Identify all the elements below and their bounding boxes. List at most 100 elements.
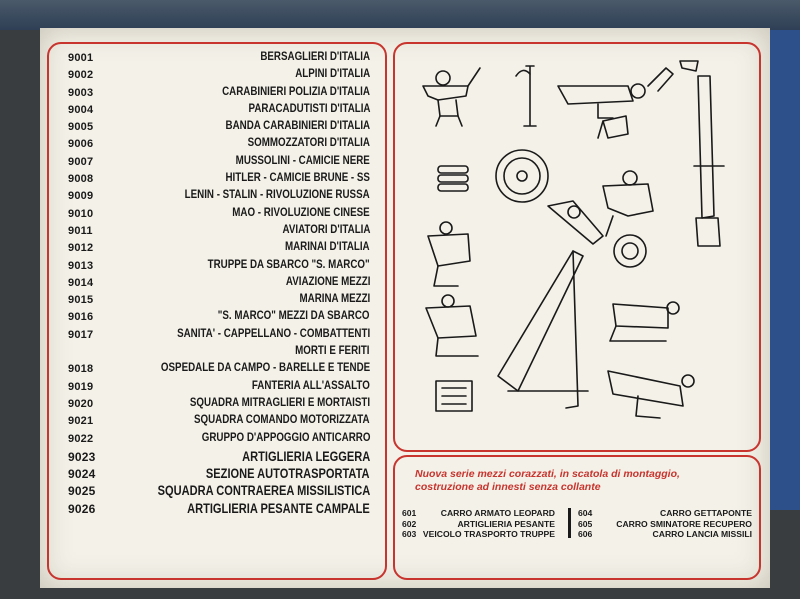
- tank-list-divider: [568, 508, 571, 538]
- catalog-item: 9008 HITLER - CAMICIE BRUNE - SS: [60, 171, 370, 188]
- catalog-item: 9002 ALPINI D'ITALIA: [60, 67, 370, 84]
- catalog-item-code: 9014: [68, 276, 94, 289]
- catalog-item-name: MORTI E FERITI: [295, 345, 370, 358]
- catalog-item-name: MUSSOLINI - CAMICIE NERE: [235, 154, 370, 167]
- catalog-item-name: BANDA CARABINIERI D'ITALIA: [225, 120, 370, 133]
- catalog-item-code: 9020: [68, 397, 94, 410]
- tank-name: ARTIGLIERIA PESANTE: [457, 518, 555, 529]
- catalog-item-name: LENIN - STALIN - RIVOLUZIONE RUSSA: [184, 189, 370, 202]
- catalog-item: 9004 PARACADUTISTI D'ITALIA: [60, 102, 370, 119]
- catalog-item: 9020 SQUADRA MITRAGLIERI E MORTAISTI: [60, 396, 370, 413]
- catalog-item: 9005 BANDA CARABINIERI D'ITALIA: [60, 119, 370, 136]
- catalog-item: 9009 LENIN - STALIN - RIVOLUZIONE RUSSA: [60, 188, 370, 205]
- box-top-edge: [0, 0, 800, 30]
- tank-name: CARRO GETTAPONTE: [660, 508, 752, 518]
- tank-code: 601: [402, 508, 417, 518]
- catalog-item-name: BERSAGLIERI D'ITALIA: [260, 51, 370, 63]
- catalog-item-name: SQUADRA CONTRAEREA MISSILISTICA: [157, 483, 370, 499]
- catalog-item-name: FANTERIA ALL'ASSALTO: [251, 379, 370, 392]
- soldier-figure-icon: [607, 370, 695, 419]
- catalog-item-name: SQUADRA COMANDO MOTORIZZATA: [194, 414, 370, 427]
- catalog-item-name: GRUPPO D'APPOGGIO ANTICARRO: [201, 431, 370, 444]
- catalog-item-code: 9022: [68, 432, 94, 445]
- flag-icon: [597, 115, 629, 139]
- catalog-item-code: 9009: [68, 190, 94, 203]
- pole-icon: [523, 65, 537, 127]
- catalog-item-code: 9002: [68, 69, 94, 82]
- soldier-figure-icon: [425, 294, 479, 357]
- gun-mount-icon: [547, 200, 647, 268]
- catalog-item: 9024 SEZIONE AUTOTRASPORTATA: [60, 465, 370, 482]
- catalog-item: 9026 ARTIGLIERIA PESANTE CAMPALE: [60, 500, 370, 517]
- catalog-item: 9023 ARTIGLIERIA LEGGERA: [60, 448, 370, 465]
- catalog-panel: [47, 42, 387, 580]
- tank-code: 603: [402, 529, 417, 539]
- catalog-item: 9016 "S. MARCO" MEZZI DA SBARCO: [60, 309, 370, 326]
- catalog-item-name: SOMMOZZATORI D'ITALIA: [247, 137, 370, 150]
- catalog-item-name: ALPINI D'ITALIA: [295, 68, 370, 81]
- catalog-item-name: HITLER - CAMICIE BRUNE - SS: [225, 172, 370, 185]
- soldier-figure-icon: [609, 301, 680, 342]
- catalog-item-code: 9001: [68, 52, 94, 64]
- catalog-item-name: SEZIONE AUTOTRASPORTATA: [206, 466, 370, 482]
- catalog-list: 9001 BERSAGLIERI D'ITALIA 9002 ALPINI D'ITA…: [60, 50, 370, 517]
- catalog-item-code: 9024: [68, 467, 96, 482]
- catalog-item-name: SQUADRA MITRAGLIERI E MORTAISTI: [189, 396, 370, 409]
- catalog-item: 9001 BERSAGLIERI D'ITALIA: [60, 50, 370, 67]
- catalog-item-code: 9012: [68, 242, 94, 255]
- catalog-item-code: 9007: [68, 155, 94, 168]
- catalog-item: 9010 MAO - RIVOLUZIONE CINESE: [60, 206, 370, 223]
- tank-series-note: Nuova serie mezzi corazzati, in scatola …: [415, 468, 680, 493]
- tank-code: 606: [578, 529, 593, 539]
- catalog-item-code: 9005: [68, 121, 94, 134]
- catalog-item-name: AVIATORI D'ITALIA: [282, 223, 370, 236]
- catalog-item-code: 9003: [68, 86, 94, 99]
- catalog-item: 9007 MUSSOLINI - CAMICIE NERE: [60, 154, 370, 171]
- catalog-item-name: TRUPPE DA SBARCO "S. MARCO": [207, 258, 370, 271]
- catalog-item-code: 9018: [68, 363, 94, 376]
- tank-name: CARRO SMINATORE RECUPERO: [616, 518, 752, 529]
- catalog-item-name: MARINA MEZZI: [299, 293, 370, 306]
- soldier-figures-illustration: [422, 60, 725, 419]
- catalog-item-code: 9004: [68, 103, 94, 116]
- catalog-item-name: ARTIGLIERIA LEGGERA: [241, 448, 370, 464]
- catalog-item-code: 9008: [68, 173, 94, 186]
- catalog-item-name: MAO - RIVOLUZIONE CINESE: [232, 206, 370, 219]
- catalog-item-name: AVIAZIONE MEZZI: [285, 275, 370, 288]
- soldier-figure-icon: [427, 221, 471, 287]
- tank-name: CARRO LANCIA MISSILI: [652, 529, 752, 539]
- catalog-item-code: 9013: [68, 259, 94, 272]
- catalog-item-code: 9016: [68, 311, 94, 324]
- cannon-barrel-icon: [693, 75, 725, 247]
- catalog-item-name: ARTIGLIERIA PESANTE CAMPALE: [187, 500, 370, 516]
- catalog-item-code: 9023: [68, 449, 96, 464]
- catalog-item-code: 9006: [68, 138, 94, 151]
- catalog-item: 9021 SQUADRA COMANDO MOTORIZZATA: [60, 413, 370, 430]
- catalog-item: 9022 GRUPPO D'APPOGGIO ANTICARRO: [60, 431, 370, 448]
- tank-name: CARRO ARMATO LEOPARD: [440, 508, 555, 518]
- catalog-item-name: "S. MARCO" MEZZI DA SBARCO: [218, 310, 370, 323]
- tank-name: VEICOLO TRASPORTO TRUPPE: [422, 529, 555, 539]
- catalog-item-code: 9026: [68, 501, 96, 516]
- catalog-item: 9006 SOMMOZZATORI D'ITALIA: [60, 136, 370, 153]
- catalog-item-code: 9010: [68, 207, 94, 220]
- catalog-item-code: 9019: [68, 380, 94, 393]
- tank-code: 604: [578, 508, 593, 518]
- catalog-item-code: 9021: [68, 415, 94, 428]
- soldier-figure-icon: [422, 67, 481, 127]
- ammo-crate-icon: [435, 380, 473, 412]
- catalog-item: 9019 FANTERIA ALL'ASSALTO: [60, 379, 370, 396]
- soldier-figure-icon: [602, 170, 654, 237]
- catalog-item-name: PARACADUTISTI D'ITALIA: [248, 102, 370, 115]
- catalog-item: MORTI E FERITI: [60, 344, 370, 361]
- tank-code: 602: [402, 518, 417, 529]
- catalog-item: 9014 AVIAZIONE MEZZI: [60, 275, 370, 292]
- illustration-panel: [393, 42, 761, 452]
- tank-series-panel: [393, 455, 761, 580]
- catalog-item-code: 9017: [68, 328, 94, 341]
- catalog-item-code: 9025: [68, 484, 96, 499]
